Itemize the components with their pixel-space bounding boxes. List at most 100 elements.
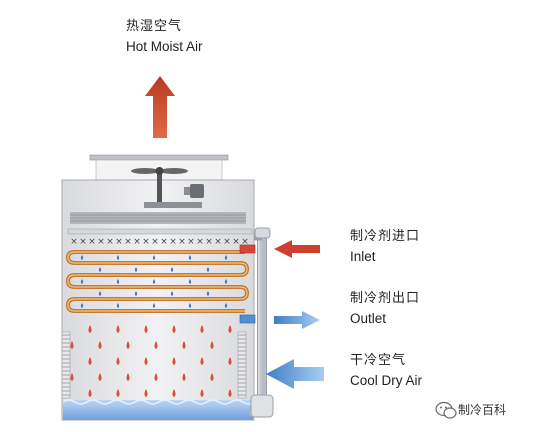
- hot-air-label-cn: 热湿空气: [126, 19, 183, 34]
- outlet-label-cn: 制冷剂出口: [350, 291, 421, 306]
- hot-air-arrow: [145, 76, 175, 138]
- spray-drop: [224, 255, 228, 260]
- spray-drop: [170, 267, 174, 272]
- water-droplet: [172, 357, 176, 365]
- nozzle-mark: ×: [133, 237, 141, 247]
- spray-drop: [134, 291, 138, 296]
- nozzle-mark: ×: [97, 237, 105, 247]
- water-droplet: [200, 325, 204, 333]
- spray-drop: [170, 291, 174, 296]
- air-inlet-louvers-left: [61, 331, 71, 399]
- nozzle-mark: ×: [214, 237, 222, 247]
- condensing-coil: [65, 250, 250, 313]
- spray-drop: [152, 255, 156, 260]
- inlet-label-en: Inlet: [350, 248, 376, 264]
- water-droplet: [200, 389, 204, 397]
- nozzle-mark: ×: [79, 237, 87, 247]
- inlet-label: 制冷剂进口 Inlet: [350, 229, 421, 264]
- spray-drop: [224, 279, 228, 284]
- spray-drop: [152, 279, 156, 284]
- cool-air-label-cn: 干冷空气: [350, 353, 407, 368]
- nozzle-mark: ×: [142, 237, 150, 247]
- water-droplet: [116, 357, 120, 365]
- nozzle-mark: ×: [205, 237, 213, 247]
- spray-drop: [206, 267, 210, 272]
- water-basin: [62, 399, 256, 420]
- water-droplet: [98, 341, 102, 349]
- nozzle-mark: ×: [70, 237, 78, 247]
- spray-drop: [80, 255, 84, 260]
- water-droplet: [228, 389, 232, 397]
- nozzle-mark: ×: [124, 237, 132, 247]
- nozzle-mark: ×: [232, 237, 240, 247]
- recirculation-pipe: [249, 227, 274, 418]
- spray-drop: [188, 279, 192, 284]
- falling-droplets: [70, 325, 232, 397]
- water-droplet: [88, 389, 92, 397]
- nozzle-mark: ×: [106, 237, 114, 247]
- fan-icon: [131, 167, 188, 202]
- water-droplet: [116, 389, 120, 397]
- hot-air-label-en: Hot Moist Air: [126, 38, 203, 54]
- nozzle-mark: ×: [196, 237, 204, 247]
- spray-drop: [224, 303, 228, 308]
- water-droplet: [154, 341, 158, 349]
- drift-eliminator: [70, 212, 246, 224]
- nozzle-mark: ×: [241, 237, 249, 247]
- watermark-text: 制冷百科: [458, 403, 507, 417]
- water-droplet: [210, 373, 214, 381]
- wechat-logo-icon: [435, 401, 457, 419]
- spray-drop: [98, 267, 102, 272]
- nozzle-mark: ×: [151, 237, 159, 247]
- spray-drop: [116, 303, 120, 308]
- water-droplet: [144, 357, 148, 365]
- water-droplet: [228, 325, 232, 333]
- water-droplet: [88, 325, 92, 333]
- nozzle-mark: ×: [88, 237, 96, 247]
- spray-drop: [98, 291, 102, 296]
- outlet-arrow: [274, 311, 320, 329]
- water-droplet: [126, 341, 130, 349]
- water-droplet: [116, 325, 120, 333]
- inlet-connector: [239, 244, 256, 254]
- cool-air-arrow: [266, 359, 324, 389]
- water-droplet: [200, 357, 204, 365]
- inlet-label-cn: 制冷剂进口: [350, 229, 421, 244]
- water-droplet: [70, 341, 74, 349]
- water-droplet: [172, 325, 176, 333]
- spray-header: [67, 228, 253, 235]
- spray-drop: [188, 255, 192, 260]
- water-droplet: [210, 341, 214, 349]
- spray-drop: [116, 279, 120, 284]
- water-droplet: [182, 341, 186, 349]
- cool-air-label: 干冷空气 Cool Dry Air: [350, 353, 423, 388]
- water-droplet: [98, 373, 102, 381]
- water-droplet: [154, 373, 158, 381]
- spray-drop: [134, 267, 138, 272]
- water-droplet: [172, 389, 176, 397]
- fan-plate: [144, 202, 202, 208]
- nozzle-mark: ×: [169, 237, 177, 247]
- outlet-connector: [239, 314, 256, 324]
- spray-drop: [116, 255, 120, 260]
- nozzle-mark: ×: [223, 237, 231, 247]
- water-droplet: [126, 373, 130, 381]
- nozzle-mark: ×: [160, 237, 168, 247]
- inlet-arrow: [274, 240, 320, 258]
- motor-icon: [184, 184, 204, 198]
- cool-air-label-en: Cool Dry Air: [350, 372, 423, 388]
- water-droplet: [228, 357, 232, 365]
- spray-drops: [80, 255, 228, 308]
- nozzle-mark: ×: [178, 237, 186, 247]
- outlet-label-en: Outlet: [350, 310, 387, 326]
- watermark: 制冷百科: [458, 401, 506, 418]
- water-droplet: [144, 389, 148, 397]
- spray-nozzles: ××××××××××××××××××××: [70, 237, 249, 247]
- outlet-label: 制冷剂出口 Outlet: [350, 291, 421, 326]
- water-droplet: [144, 325, 148, 333]
- spray-drop: [188, 303, 192, 308]
- nozzle-mark: ×: [187, 237, 195, 247]
- spray-drop: [206, 291, 210, 296]
- water-droplet: [70, 373, 74, 381]
